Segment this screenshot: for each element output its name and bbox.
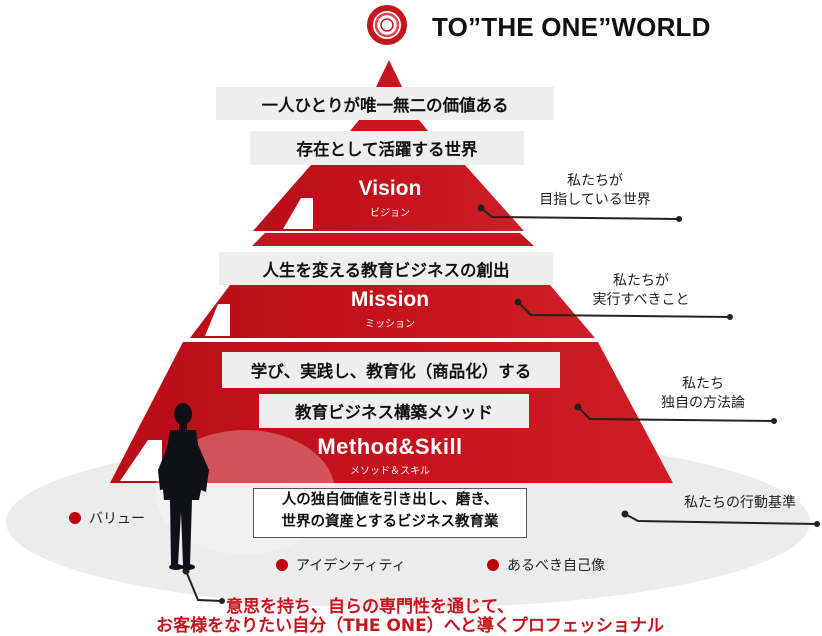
- vision-note: 私たちが 目指している世界: [539, 173, 651, 208]
- method-statement-band-2: 教育ビジネス構築メソッド: [259, 394, 529, 428]
- vision-leader-line: [480, 207, 680, 220]
- legend-identity: アイデンティティ: [276, 555, 406, 575]
- figure-leader-line: [185, 570, 223, 602]
- pyramid-neck: [350, 120, 428, 131]
- mission-leader-line: [517, 301, 731, 318]
- pyramid-apex: [376, 60, 402, 87]
- professional-statement-line-1: 意思を持ち、自らの専門性を通じて、: [226, 597, 515, 617]
- method-skill-sub-label: メソッド＆スキル: [350, 466, 430, 477]
- vision-label: Vision: [358, 177, 422, 200]
- legend-ideal-self: あるべき自己像: [487, 555, 605, 575]
- method-skill-label: Method&Skill: [317, 434, 463, 459]
- value-statement-band: 一人ひとりが唯一無二の価値ある: [216, 87, 554, 120]
- mission-sub-label: ミッション: [365, 319, 415, 330]
- value-note: 私たちの行動基準: [684, 495, 796, 511]
- legend-dot-icon: [69, 512, 81, 524]
- vision-highlight: [283, 198, 313, 229]
- pyramid-mission-tier: [190, 285, 595, 338]
- mission-highlight: [205, 304, 230, 336]
- pyramid-vision-base: [252, 233, 534, 246]
- method-leader-line: [577, 406, 775, 422]
- professional-statement-line-2: お客様をなりたい自分（THE ONE）へと導くプロフェッショナル: [156, 616, 664, 636]
- method-note: 私たち 独自の方法論: [661, 376, 745, 411]
- businessman-figure-icon: [158, 403, 209, 570]
- method-statement-band-1: 学び、実践し、教育化（商品化）する: [222, 352, 560, 388]
- ring-logo-icon: [367, 5, 407, 45]
- legend-value: バリュー: [69, 508, 145, 528]
- value-leader-line: [624, 513, 818, 525]
- vision-sub-label: ビジョン: [370, 208, 410, 219]
- legend-dot-icon: [487, 559, 499, 571]
- vision-statement-band: 存在として活躍する世界: [250, 131, 524, 165]
- mission-label: Mission: [350, 288, 430, 311]
- value-statement-box: 人の独自価値を引き出し、磨き、 世界の資産とするビジネス教育業: [253, 488, 527, 538]
- method-highlight: [120, 440, 162, 481]
- pyramid-vision-tier: [253, 165, 524, 231]
- mission-statement-band: 人生を変える教育ビジネスの創出: [219, 252, 553, 285]
- mission-note: 私たちが 実行すべきこと: [592, 273, 690, 308]
- legend-dot-icon: [276, 559, 288, 571]
- page-title: TO”THE ONE”WORLD: [432, 12, 711, 42]
